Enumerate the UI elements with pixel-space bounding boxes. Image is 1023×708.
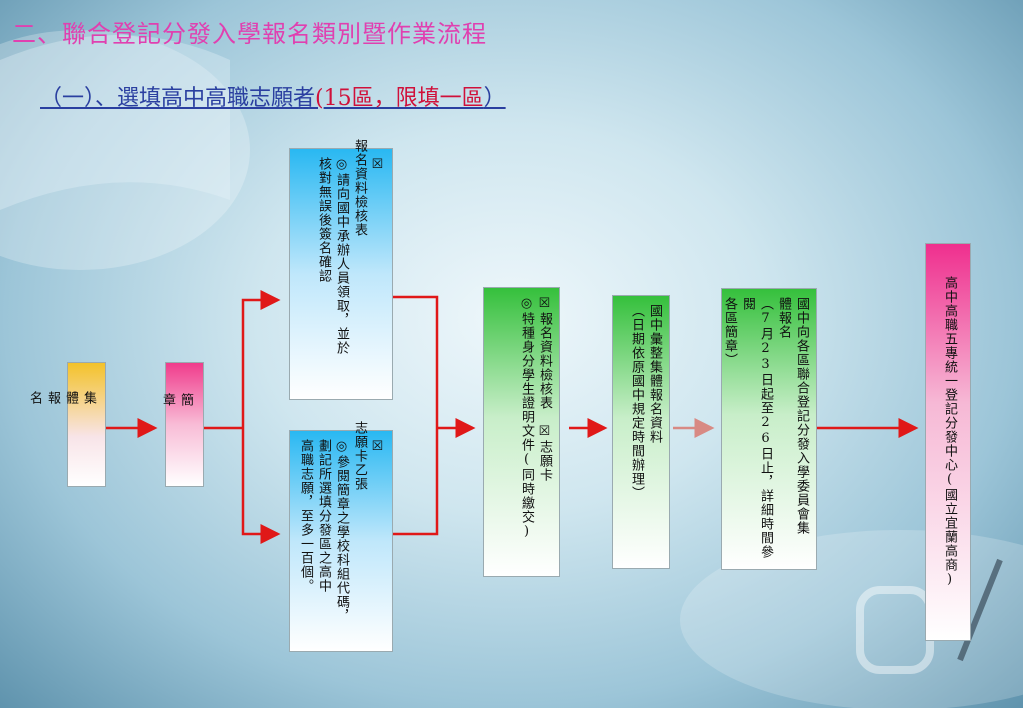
box-district-registration: 國中向各區聯合登記分發入學委員會集 體報名 （7月23日起至26日止，詳細時間參… <box>721 288 817 570</box>
subtitle-emphasis-open: ( <box>315 86 324 111</box>
subtitle-prefix: （一）、選填高中高職志願者 <box>40 86 316 111</box>
subtitle-emphasis-close: ） <box>483 86 506 111</box>
box-line: 體 <box>63 391 78 405</box>
box-line: ☒ <box>370 439 385 455</box>
box-line: ◎參閱簡章之學校科組代碼， <box>334 439 349 623</box>
box-line: 核對無誤後簽名確認 <box>316 157 331 283</box>
box-line: 簡 <box>178 393 193 407</box>
arrow-choice-card-merge <box>393 428 439 536</box>
box-checklist: ☒ 報名資料檢核表 ◎請向國中承辦人員領取，並於 核對無誤後簽名確認 <box>289 139 393 400</box>
box-line: 高職志願，至多一百個。 <box>298 439 313 593</box>
box-distribution-center: 高中高職五專統一登記分發中心(國立宜蘭高商) <box>925 243 971 641</box>
box-line: 報 <box>45 391 60 405</box>
box-line: 報名資料檢核表 <box>352 139 367 237</box>
box-junior-high-compile: 國中彙整集體報名資料 （日期依原國中規定時間辦理） <box>612 295 670 569</box>
box-line: 國中彙整集體報名資料 <box>647 304 662 444</box>
box-line: （7月23日起至26日止，詳細時間參閱 <box>740 297 773 559</box>
box-line: 劃記所選填分發區之高中 <box>316 439 331 593</box>
box-line: 章 <box>160 393 175 407</box>
box-line: ☒ <box>370 157 385 173</box>
arrow-checklist-merge <box>393 295 439 428</box>
box-line: 名 <box>27 391 42 405</box>
page-subtitle: （一）、選填高中高職志願者(15區，限填一區） <box>40 80 506 112</box>
box-line: 體報名 <box>776 297 791 339</box>
arrow-split-to-choice-card <box>241 428 281 544</box>
page-title: 二、聯合登記分發入學報名類別暨作業流程 <box>12 20 487 48</box>
box-line: ◎特種身分學生證明文件(同時繳交) <box>519 296 534 540</box>
box-special-documents: ☒報名資料檢核表 ☒志願卡 ◎特種身分學生證明文件(同時繳交) <box>483 287 560 577</box>
box-line: 國中向各區聯合登記分發入學委員會集 <box>794 297 809 535</box>
box-line: （日期依原國中規定時間辦理） <box>629 304 644 500</box>
arrow-split-to-checklist <box>241 290 281 428</box>
box-line: 各區簡章） <box>722 297 737 367</box>
box-brochure: 簡 章 <box>160 362 204 487</box>
box-line: 集 <box>81 391 96 405</box>
box-choice-card: ☒ 志願卡乙張 ◎參閱簡章之學校科組代碼， 劃記所選填分發區之高中 高職志願，至… <box>289 421 393 652</box>
box-line: 高中高職五專統一登記分發中心(國立宜蘭高商) <box>942 276 957 588</box>
box-line: ◎請向國中承辦人員領取，並於 <box>334 157 349 355</box>
box-line: 志願卡乙張 <box>352 421 367 491</box>
box-line: ☒報名資料檢核表 ☒志願卡 <box>537 296 552 482</box>
subtitle-emphasis: 15區，限填一區 <box>323 86 484 111</box>
box-group-registration: 集 體 報 名 <box>27 362 106 487</box>
